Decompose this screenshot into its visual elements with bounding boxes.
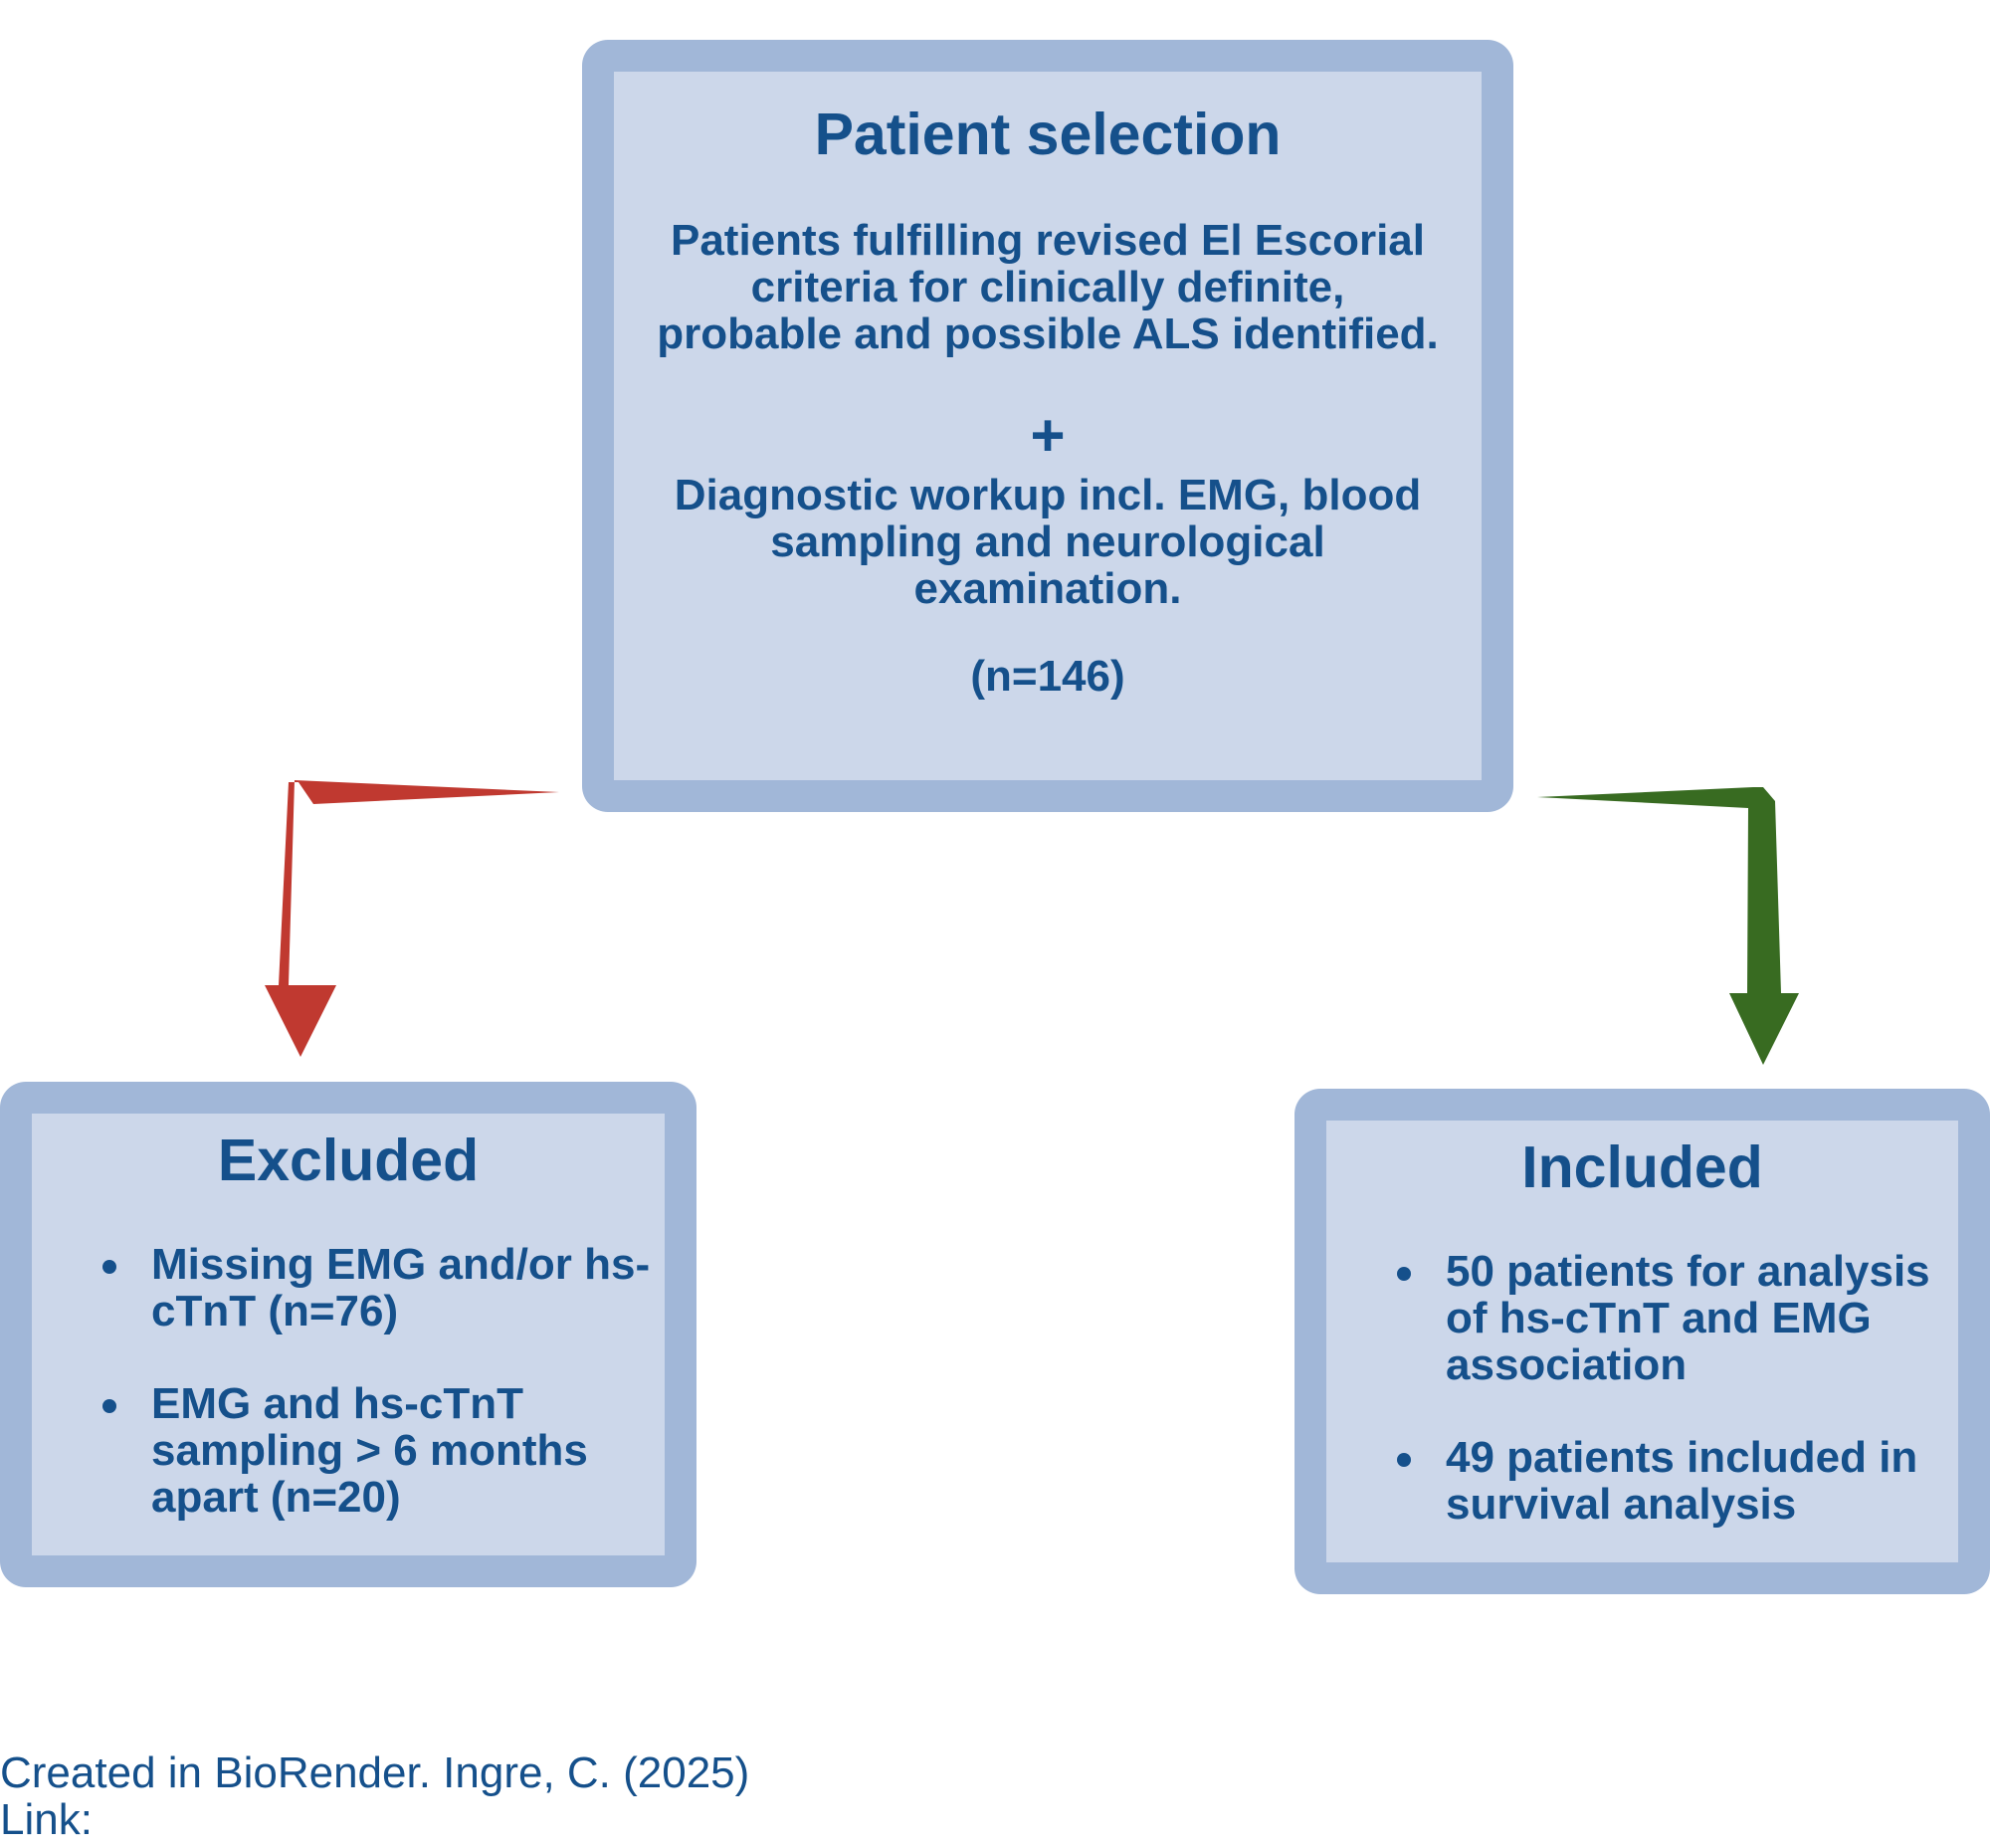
- bullet-icon: [1397, 1453, 1411, 1467]
- selection-criteria-text: Patients fulfilling revised El Escorial …: [657, 216, 1439, 358]
- patient-count: (n=146): [970, 652, 1125, 701]
- biorender-credit: Created in BioRender. Ingre, C. (2025): [0, 1748, 750, 1797]
- list-item-text: 50 patients for analysis of hs-cTnT and …: [1446, 1247, 1930, 1389]
- included-title: Included: [1521, 1134, 1763, 1200]
- included-arrow: [1537, 787, 1799, 1065]
- list-item-text: Missing EMG and/or hs-cTnT (n=76): [151, 1240, 651, 1335]
- diagnostic-workup-text: Diagnostic workup incl. EMG, blood sampl…: [674, 471, 1422, 613]
- patient-selection-title: Patient selection: [814, 102, 1282, 167]
- excluded-list: Missing EMG and/or hs-cTnT (n=76) EMG an…: [86, 1241, 663, 1566]
- included-list: 50 patients for analysis of hs-cTnT and …: [1380, 1248, 1957, 1573]
- excluded-box: Excluded Missing EMG and/or hs-cTnT (n=7…: [0, 1082, 696, 1587]
- bullet-icon: [102, 1260, 116, 1274]
- excluded-arrow: [265, 780, 559, 1057]
- patient-selection-box: Patient selection Patients fulfilling re…: [582, 40, 1513, 812]
- list-item-text: EMG and hs-cTnT sampling > 6 months apar…: [151, 1379, 588, 1522]
- excluded-title: Excluded: [217, 1128, 480, 1193]
- list-item: Missing EMG and/or hs-cTnT (n=76): [86, 1241, 663, 1335]
- link-label: Link:: [0, 1795, 93, 1844]
- bullet-icon: [102, 1399, 116, 1413]
- included-box: Included 50 patients for analysis of hs-…: [1294, 1089, 1990, 1594]
- list-item-text: 49 patients included in survival analysi…: [1446, 1433, 1918, 1529]
- bullet-icon: [1397, 1267, 1411, 1281]
- list-item: 49 patients included in survival analysi…: [1380, 1434, 1957, 1528]
- list-item: 50 patients for analysis of hs-cTnT and …: [1380, 1248, 1957, 1388]
- list-item: EMG and hs-cTnT sampling > 6 months apar…: [86, 1380, 663, 1521]
- plus-sign: +: [1030, 402, 1066, 469]
